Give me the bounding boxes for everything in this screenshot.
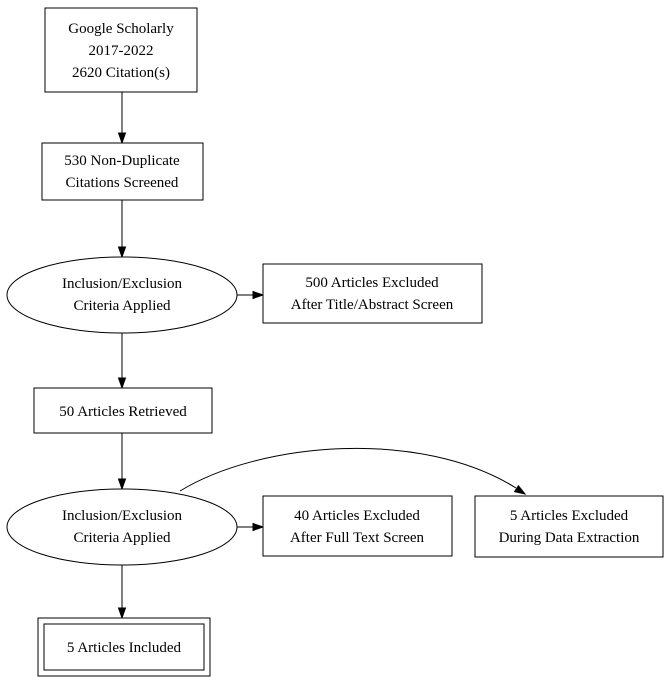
node-source-label-line-3: 2620 Citation(s)	[72, 65, 170, 81]
edge-source-screened	[117, 92, 127, 145]
edge-retrieved-criteria2-arrowhead	[117, 478, 127, 491]
node-criteria-1-shape	[6, 256, 238, 334]
node-screened-shape	[41, 142, 204, 201]
node-excluded-full-text-shape	[262, 495, 453, 557]
edge-criteria1-retrieved	[117, 333, 127, 390]
node-excluded-title-abstract-label-line-1: 500 Articles Excluded	[305, 275, 439, 291]
node-screened-label-line-1: 530 Non-Duplicate	[64, 153, 180, 169]
node-criteria-2-label-line-2: Criteria Applied	[73, 530, 171, 546]
node-criteria-1-label-line-1: Inclusion/Exclusion	[62, 276, 182, 292]
node-excluded-title-abstract-label-line-2: After Title/Abstract Screen	[291, 297, 454, 313]
node-source-label-line-1: Google Scholarly	[68, 21, 174, 37]
node-retrieved-shape	[33, 387, 213, 434]
edge-criteria2-excluded-fulltext-arrowhead	[252, 522, 265, 532]
edge-criteria2-excluded-extraction-arrowhead	[513, 484, 527, 495]
edge-criteria2-excluded-extraction	[179, 447, 527, 495]
edge-criteria1-retrieved-arrowhead	[117, 377, 127, 390]
edge-curve	[179, 447, 517, 492]
edge-screened-criteria1	[117, 200, 127, 259]
node-included: 5 Articles Included	[37, 617, 211, 677]
node-excluded-data-extraction-label-line-1: 5 Articles Excluded	[510, 508, 629, 524]
node-criteria-2-shape	[6, 488, 238, 566]
node-excluded-title-abstract-shape	[262, 263, 483, 324]
edge-source-screened-arrowhead	[117, 132, 127, 145]
node-criteria-1-label-line-2: Criteria Applied	[73, 298, 171, 314]
node-excluded-full-text-label-line-1: 40 Articles Excluded	[294, 508, 420, 524]
edge-retrieved-criteria2	[117, 433, 127, 491]
node-excluded-title-abstract: 500 Articles Excluded After Title/Abstra…	[262, 263, 483, 324]
node-retrieved-label-line-1: 50 Articles Retrieved	[59, 404, 187, 420]
node-criteria-1: Inclusion/Exclusion Criteria Applied	[6, 256, 238, 334]
node-excluded-data-extraction-shape	[474, 495, 664, 558]
node-retrieved: 50 Articles Retrieved	[33, 387, 213, 434]
node-criteria-2: Inclusion/Exclusion Criteria Applied	[6, 488, 238, 566]
node-source: Google Scholarly 2017-2022 2620 Citation…	[44, 7, 198, 93]
node-excluded-data-extraction: 5 Articles Excluded During Data Extracti…	[474, 495, 664, 558]
node-criteria-2-label-line-1: Inclusion/Exclusion	[62, 508, 182, 524]
node-source-label-line-2: 2017-2022	[89, 43, 154, 59]
node-excluded-full-text: 40 Articles Excluded After Full Text Scr…	[262, 495, 453, 557]
node-excluded-full-text-label-line-2: After Full Text Screen	[290, 530, 425, 546]
edge-criteria1-excluded-title	[237, 290, 265, 300]
node-screened-label-line-2: Citations Screened	[66, 175, 179, 191]
edge-criteria1-excluded-title-arrowhead	[252, 290, 265, 300]
edge-criteria2-included-arrowhead	[117, 607, 127, 620]
node-source-shape	[44, 7, 198, 93]
node-included-label-line-1: 5 Articles Included	[67, 640, 182, 656]
node-included-inner-shape	[43, 623, 205, 671]
edge-criteria2-included	[117, 565, 127, 620]
node-excluded-data-extraction-label-line-2: During Data Extraction	[499, 530, 640, 546]
node-screened: 530 Non-Duplicate Citations Screened	[41, 142, 204, 201]
edge-screened-criteria1-arrowhead	[117, 246, 127, 259]
edge-criteria2-excluded-fulltext	[237, 522, 265, 532]
